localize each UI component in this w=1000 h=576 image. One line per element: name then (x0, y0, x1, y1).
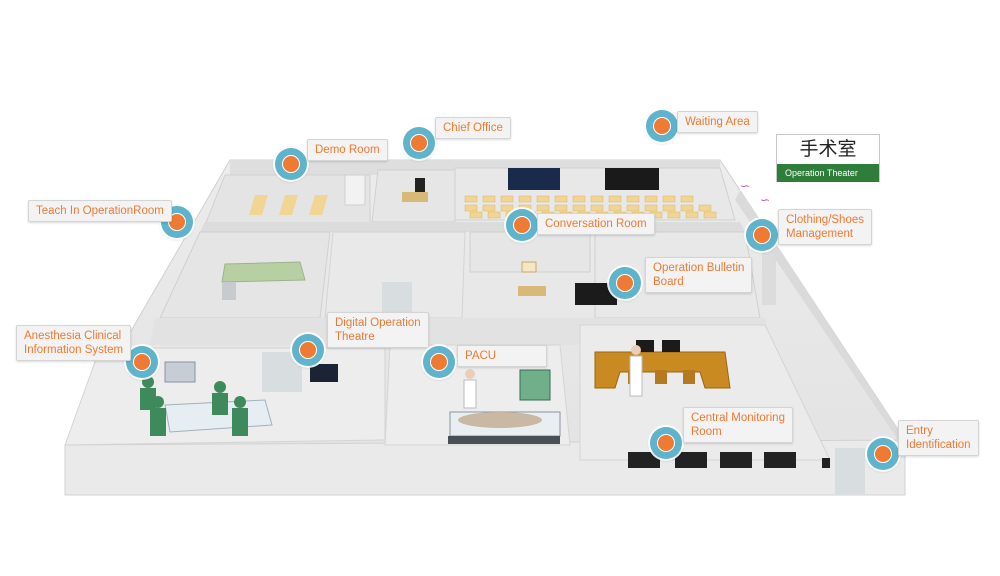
hotspot-demo-room[interactable] (275, 148, 307, 180)
hotspot-dot (513, 216, 531, 234)
sign-english-title: Operation Theater (777, 164, 879, 182)
label-operation-bulletin-board[interactable]: Operation Bulletin Board (645, 257, 753, 293)
screen-2 (605, 168, 659, 190)
operation-theater-sign: 手术室 Operation Theater (776, 134, 880, 182)
hotspot-entry-identification[interactable] (867, 438, 899, 470)
picture-frame (521, 261, 537, 273)
hotspot-teach-in-operation-room[interactable] (161, 206, 193, 238)
hotspot-dot (753, 226, 771, 244)
hotspot-dot (410, 134, 428, 152)
monitor-nurse (629, 355, 643, 397)
hotspot-digital-operation-theatre[interactable] (292, 334, 324, 366)
hotspot-central-monitoring-room[interactable] (650, 427, 682, 459)
hotspot-dot (133, 353, 151, 371)
teach-equipment (222, 282, 236, 300)
hotspot-conversation-room[interactable] (506, 209, 538, 241)
label-teach-in-operation-room[interactable]: Teach In OperationRoom (28, 200, 172, 222)
label-digital-operation-theatre[interactable]: Digital Operation Theatre (327, 312, 429, 348)
pacu-nurse-head (465, 369, 475, 379)
floor-grates (628, 452, 796, 468)
entry-door (835, 448, 865, 494)
bulletin-screen (575, 283, 617, 305)
operating-table (221, 261, 306, 283)
hotspot-dot (657, 434, 675, 452)
right-corridor-wall (762, 245, 776, 305)
dot-screen (310, 364, 338, 382)
hotspot-dot (282, 155, 300, 173)
monitor-cart (164, 361, 196, 383)
hotspot-clothing-shoes-management[interactable] (746, 219, 778, 251)
pacu-patient (458, 412, 542, 428)
screen-1 (508, 168, 560, 190)
hotspot-anesthesia-clinical-information-system[interactable] (126, 346, 158, 378)
hotspot-dot (430, 353, 448, 371)
hotspot-dot (299, 341, 317, 359)
hotspot-pacu[interactable] (423, 346, 455, 378)
footprints-icon: ∽ (740, 179, 750, 193)
right-wall (735, 190, 905, 450)
console-screen-2 (662, 340, 680, 352)
pacu-base (448, 436, 560, 444)
door-demo (344, 174, 366, 206)
label-anesthesia-clinical-information-system[interactable]: Anesthesia Clinical Information System (16, 325, 132, 361)
pacu-monitor (519, 369, 551, 401)
label-entry-identification[interactable]: Entry Identification (898, 420, 979, 456)
wall-mid-top (200, 222, 745, 232)
sign-chinese-title: 手术室 (799, 138, 857, 160)
hotspot-dot (653, 117, 671, 135)
label-pacu[interactable]: PACU (457, 345, 547, 367)
label-clothing-shoes-management[interactable]: Clothing/Shoes Management (778, 209, 872, 245)
hotspot-dot (616, 274, 634, 292)
hotspot-operation-bulletin-board[interactable] (609, 267, 641, 299)
monitor-nurse-head (631, 345, 641, 355)
label-demo-room[interactable]: Demo Room (307, 139, 388, 161)
label-waiting-area[interactable]: Waiting Area (677, 111, 758, 133)
footprints-icon-2: ∽ (760, 193, 770, 207)
hotspot-chief-office[interactable] (403, 127, 435, 159)
surgeons (140, 376, 248, 436)
label-chief-office[interactable]: Chief Office (435, 117, 511, 139)
hotspot-dot (874, 445, 892, 463)
demo-room-chairs (249, 195, 328, 215)
pacu-nurse (463, 379, 477, 409)
card-reader (822, 458, 830, 468)
office-desk (402, 192, 428, 202)
label-conversation-room[interactable]: Conversation Room (537, 213, 655, 235)
hotspot-dot (168, 213, 186, 231)
office-screen (415, 178, 425, 192)
label-central-monitoring-room[interactable]: Central Monitoring Room (683, 407, 793, 443)
small-table (518, 286, 546, 296)
hotspot-waiting-area[interactable] (646, 110, 678, 142)
